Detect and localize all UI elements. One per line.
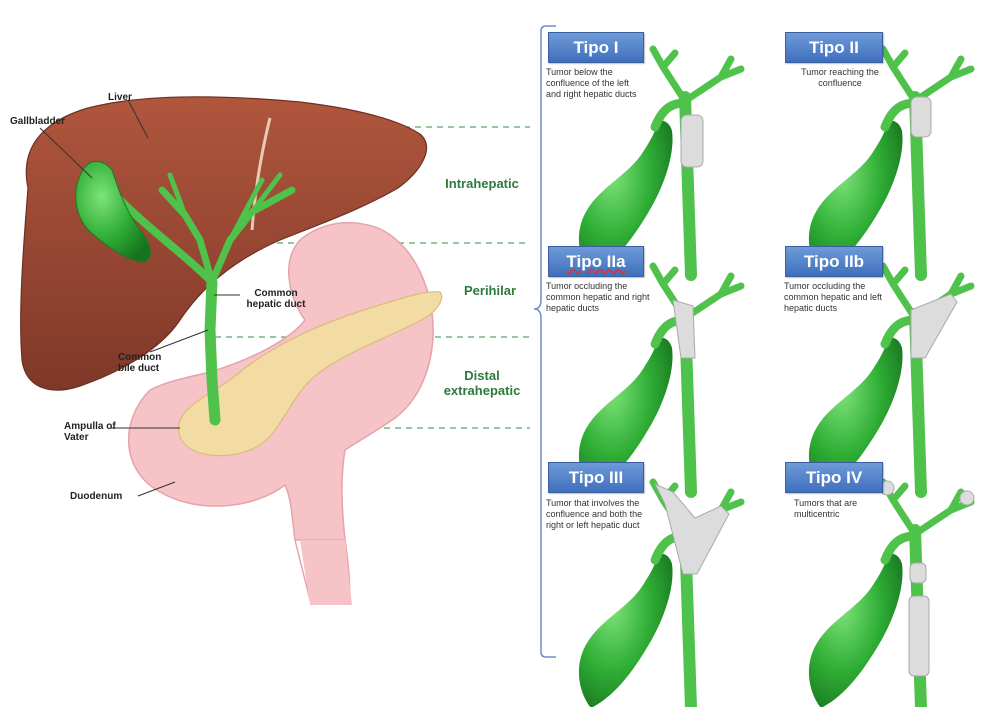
type-iii-illustration <box>579 482 741 707</box>
tipo-description: Tumor below the confluence of the left a… <box>546 67 637 99</box>
label-common-bile-duct: Common bile duct <box>118 352 162 374</box>
right-hepatic <box>158 186 216 286</box>
tumor-mass <box>910 96 932 138</box>
tumor-mass <box>680 114 704 168</box>
label-gallbladder: Gallbladder <box>10 116 66 127</box>
type-iia-illustration <box>579 266 741 492</box>
label-ampulla: Ampulla of Vater <box>64 421 116 443</box>
tumor-mass <box>672 299 696 359</box>
label-common-hepatic-duct: Common hepatic duct <box>246 288 306 310</box>
tipo-badge: Tipo I <box>548 32 644 63</box>
tipo-badge: Tipo IIb <box>785 246 883 277</box>
tipo-description: Tumor that involves the confluence and b… <box>546 498 643 530</box>
tipo-description: Tumor reaching the confluence <box>801 67 879 88</box>
tumor-mass-4 <box>959 490 975 506</box>
common-bile-duct <box>204 276 221 426</box>
tipo-badge: Tipo IIa <box>548 246 644 277</box>
tipo-badge: Tipo III <box>548 462 644 493</box>
tipo-label: Tipo IIa <box>566 251 626 271</box>
duodenum-tail <box>300 540 352 605</box>
bracket <box>533 25 556 658</box>
label-duodenum: Duodenum <box>70 491 123 502</box>
pancreas <box>178 291 443 457</box>
liver <box>20 96 427 391</box>
zone-intrahepatic: Intrahepatic <box>445 176 519 191</box>
type-iib-illustration <box>809 266 971 492</box>
zone-distal: Distal extrahepatic <box>443 368 521 398</box>
left-hepatic <box>208 186 296 286</box>
type-i-illustration <box>579 49 741 275</box>
type-ii-illustration <box>809 49 971 275</box>
type-iv-illustration <box>809 481 974 707</box>
cystic-duct-main <box>116 196 214 284</box>
tipo-description: Tumor occluding the common hepatic and l… <box>784 281 883 313</box>
zone-perihilar: Perihilar <box>463 283 517 298</box>
tumor-mass-2 <box>909 562 927 584</box>
label-liver: Liver <box>108 92 132 103</box>
tumor-mass <box>653 482 730 575</box>
tipo-badge: Tipo II <box>785 32 883 63</box>
tipo-badge: Tipo IV <box>785 462 883 493</box>
tipo-description: Tumors that are multicentric <box>794 498 858 519</box>
gallbladder <box>75 161 151 263</box>
tipo-description: Tumor occluding the common hepatic and r… <box>546 281 650 313</box>
tumor-mass <box>908 595 930 677</box>
falciform-ligament <box>250 117 272 231</box>
tumor-mass <box>910 293 958 359</box>
